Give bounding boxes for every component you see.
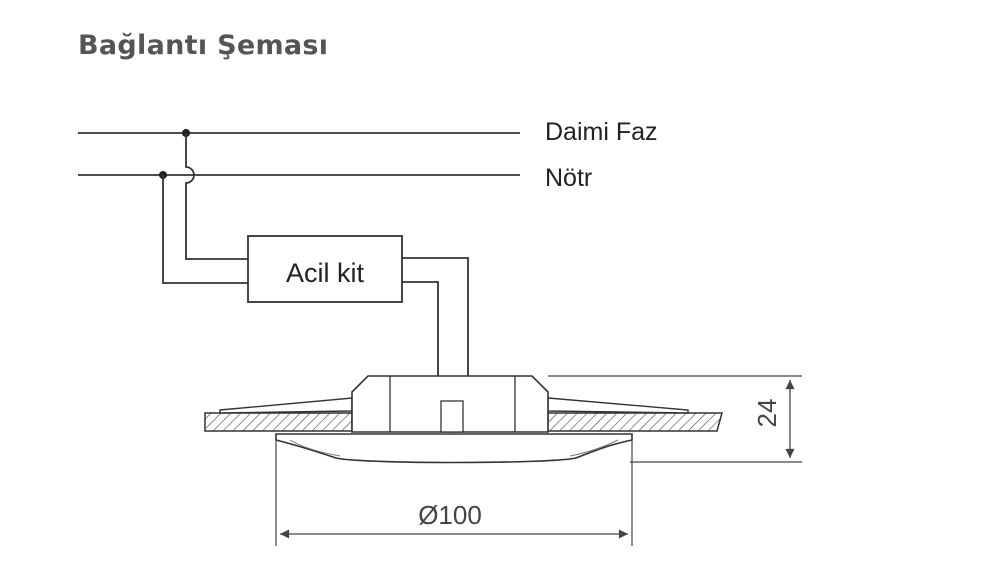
phase-drop-wire <box>185 133 248 260</box>
terminal-block <box>440 400 464 433</box>
neutral-drop-wire <box>162 175 248 284</box>
ceiling-panel-left <box>204 412 353 432</box>
flange-left <box>219 397 353 414</box>
fixture-bezel <box>275 433 633 464</box>
page-title: Bağlantı Şeması <box>78 30 329 61</box>
emergency-kit-label: Acil kit <box>286 258 365 288</box>
ceiling-panel-right <box>547 412 723 432</box>
luminaire-cross-section <box>204 375 723 464</box>
kit-output-wire-inner <box>402 281 439 376</box>
emergency-kit-box <box>247 235 403 303</box>
phase-label: Daimi Faz <box>545 118 658 146</box>
diameter-dimension-label: Ø100 <box>418 500 482 530</box>
neutral-label: Nötr <box>545 164 592 192</box>
flange-right <box>547 397 689 414</box>
height-dimension-label: 24 <box>752 399 782 428</box>
kit-output-wire-outer <box>402 257 469 376</box>
